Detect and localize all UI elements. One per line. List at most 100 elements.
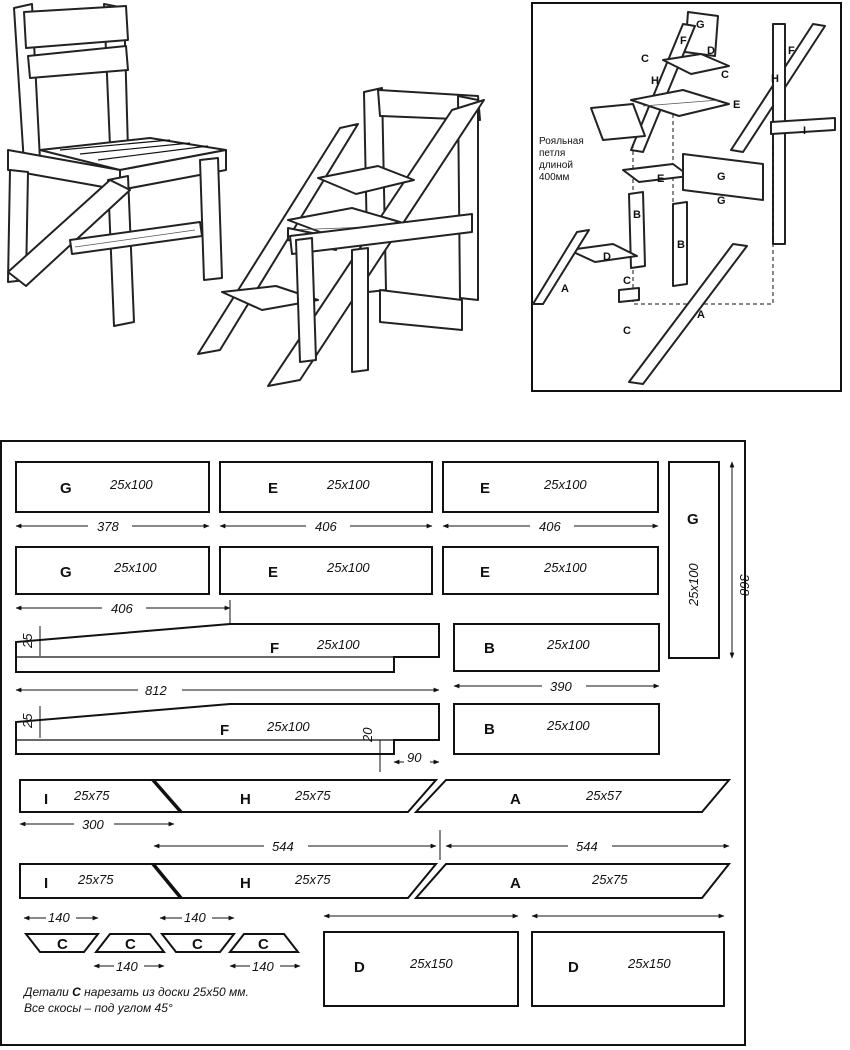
board-i-2	[19, 863, 183, 899]
part-size-e-3: 25x100	[326, 560, 370, 575]
part-label-e-3: E	[268, 564, 278, 581]
part-size-e-4: 25x100	[543, 560, 587, 575]
dim-390: 390	[550, 679, 572, 694]
svg-text:E: E	[733, 99, 740, 111]
dim-406-b: 406	[539, 519, 561, 534]
dim-812: 812	[145, 683, 167, 698]
part-size-f-1: 25x100	[316, 637, 360, 652]
part-size-d-2: 25x150	[627, 956, 671, 971]
chair-drawing	[7, 3, 227, 327]
dim-25-b: 25	[20, 713, 35, 729]
part-label-f-2: F	[220, 722, 229, 739]
board-h-1	[151, 779, 439, 813]
part-label-h-1: H	[240, 791, 251, 808]
part-size-a-2: 25x75	[591, 872, 628, 887]
dim-406-a: 406	[315, 519, 337, 534]
board-b-1	[453, 623, 660, 672]
part-size-d-1: 25x150	[409, 956, 453, 971]
part-label-e-2: E	[480, 480, 490, 497]
part-label-c-1: C	[57, 936, 68, 953]
svg-text:E: E	[657, 173, 664, 185]
part-label-c-3: C	[192, 936, 203, 953]
hinge-label-2: петля	[539, 148, 565, 159]
svg-text:I: I	[803, 125, 806, 137]
part-size-b-1: 25x100	[546, 637, 590, 652]
part-size-i-2: 25x75	[77, 872, 114, 887]
block-c-2	[93, 933, 167, 953]
exploded-labels: G F D C H C F E I H E G G B D B C A A C	[561, 19, 806, 337]
svg-text:G: G	[696, 19, 705, 31]
block-c-3	[159, 933, 237, 953]
board-g-vertical	[668, 461, 720, 659]
dim-378: 378	[97, 519, 119, 534]
dim-300: 300	[82, 817, 104, 832]
part-label-e-4: E	[480, 564, 490, 581]
part-size-h-2: 25x75	[294, 872, 331, 887]
svg-text:G: G	[717, 195, 726, 207]
board-b-2	[453, 703, 660, 755]
part-label-e-1: E	[268, 480, 278, 497]
chair-sketches	[7, 3, 485, 387]
part-size-g-1: 25x100	[109, 477, 153, 492]
exploded-view-frame: G F D C H C F E I H E G G B D B C A A C …	[531, 2, 842, 392]
svg-text:F: F	[680, 35, 687, 47]
part-size-h-1: 25x75	[294, 788, 331, 803]
svg-text:D: D	[707, 45, 715, 57]
board-g-1	[15, 461, 210, 513]
block-c-4	[227, 933, 301, 953]
dim-90: 90	[407, 750, 422, 765]
svg-text:H: H	[651, 75, 659, 87]
dim-140-d: 140	[252, 959, 274, 974]
svg-text:F: F	[788, 45, 795, 57]
part-label-g-2: G	[60, 564, 72, 581]
board-e-3	[219, 546, 433, 595]
svg-text:C: C	[623, 325, 631, 337]
cutting-diagram: G 25x100 E 25x100 E 25x100 G 25x100 368 …	[15, 461, 752, 1015]
board-i-1	[19, 779, 183, 813]
dim-544-b: 544	[576, 839, 598, 854]
board-e-4	[442, 546, 659, 595]
part-size-b-2: 25x100	[546, 718, 590, 733]
board-e-2	[442, 461, 659, 513]
board-g-2	[15, 546, 210, 595]
svg-text:D: D	[603, 251, 611, 263]
board-a-1	[413, 779, 732, 813]
svg-text:C: C	[641, 53, 649, 65]
board-f-1	[15, 623, 440, 673]
part-size-g-2: 25x100	[113, 560, 157, 575]
dim-544-a: 544	[272, 839, 294, 854]
stepladder-drawing	[197, 87, 485, 387]
dim-20: 20	[360, 727, 375, 743]
part-label-h-2: H	[240, 875, 251, 892]
block-c-1	[23, 933, 101, 953]
part-label-b-2: B	[484, 721, 495, 738]
note-line-2: Все скосы – под углом 45°	[24, 1001, 173, 1015]
part-label-i-1: I	[44, 791, 48, 808]
part-size-f-2: 25x100	[266, 719, 310, 734]
svg-text:H: H	[771, 73, 779, 85]
board-a-2	[413, 863, 732, 899]
dim-140-c: 140	[116, 959, 138, 974]
svg-text:G: G	[717, 171, 726, 183]
part-label-d-1: D	[354, 959, 365, 976]
part-label-b-1: B	[484, 640, 495, 657]
part-size-e-2: 25x100	[543, 477, 587, 492]
part-label-f-1: F	[270, 640, 279, 657]
svg-text:C: C	[721, 69, 729, 81]
part-label-g-vertical: G	[687, 511, 699, 528]
svg-text:B: B	[633, 209, 641, 221]
board-d-1	[323, 931, 519, 1007]
svg-text:A: A	[561, 283, 569, 295]
dim-140-b: 140	[184, 910, 206, 925]
hinge-label-3: длиной	[539, 160, 573, 171]
dim-140-a: 140	[48, 910, 70, 925]
part-size-i-1: 25x75	[73, 788, 110, 803]
hinge-label-1: Рояльная	[539, 136, 584, 147]
part-label-d-2: D	[568, 959, 579, 976]
part-size-a-1: 25x57	[585, 788, 622, 803]
board-e-1	[219, 461, 433, 513]
part-label-a-2: A	[510, 875, 521, 892]
board-f-2	[15, 703, 440, 755]
part-label-a-1: A	[510, 791, 521, 808]
part-label-c-4: C	[258, 936, 269, 953]
